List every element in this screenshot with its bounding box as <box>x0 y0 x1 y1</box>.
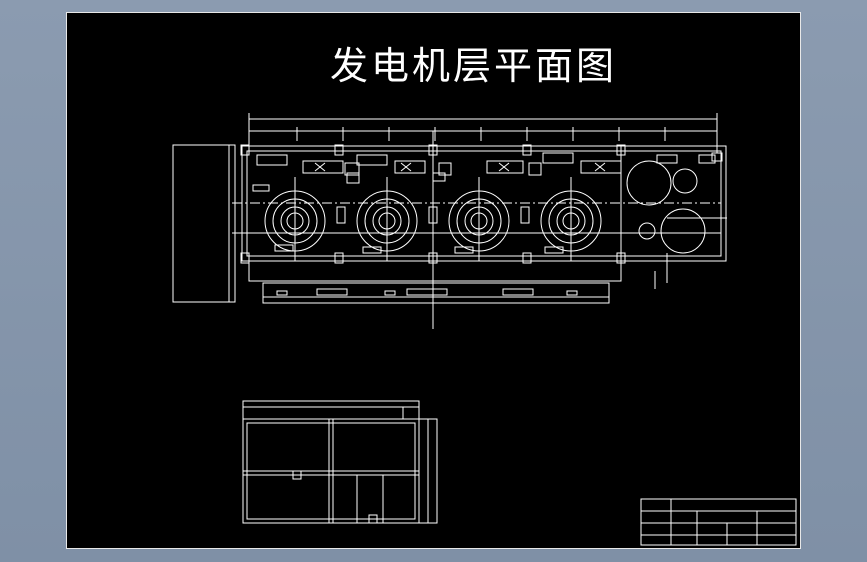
generator-unit <box>540 177 602 261</box>
title-block <box>640 498 797 546</box>
floor-plan-drawing <box>172 113 797 546</box>
bottom-ducts <box>276 288 578 296</box>
drawing-title: 发电机层平面图 <box>330 44 618 88</box>
generator-unit <box>356 177 418 261</box>
generator-unit <box>448 177 510 261</box>
left-annex <box>172 144 236 303</box>
generator-units <box>264 177 602 261</box>
top-equipment <box>252 152 716 192</box>
between-unit-equipment <box>274 206 564 254</box>
generator-unit <box>264 177 326 261</box>
top-dimension-lines <box>248 113 718 153</box>
drawing-sheet: 发电机层平面图 <box>66 12 801 549</box>
lower-floor-plan <box>242 400 438 524</box>
right-tanks <box>626 160 706 289</box>
